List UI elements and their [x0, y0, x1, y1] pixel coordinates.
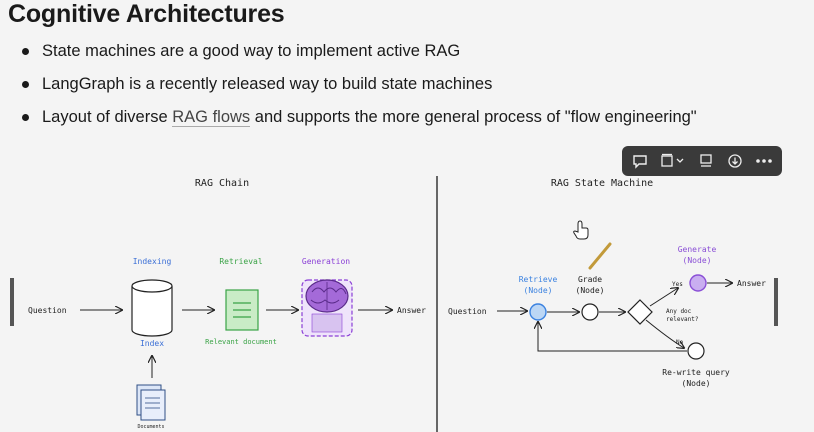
- bullet-text: State machines are a good way to impleme…: [42, 42, 461, 60]
- layout-icon[interactable]: [695, 150, 717, 172]
- bullet-text-pre: Layout of diverse: [42, 108, 173, 126]
- right-question-label: Question: [448, 307, 487, 316]
- retrieve-node: [529, 303, 547, 321]
- comment-icon[interactable]: [629, 150, 651, 172]
- retrieve-label: Retrieve: [519, 275, 558, 284]
- generate-node-label: (Node): [683, 256, 712, 265]
- no-path: [645, 319, 684, 348]
- left-question-label: Question: [28, 306, 67, 315]
- arrow: [649, 288, 678, 307]
- download-icon[interactable]: [724, 150, 746, 172]
- yes-label: Yes: [672, 281, 683, 288]
- bullet-dot: [22, 114, 29, 121]
- documents-label: Documents: [137, 424, 164, 430]
- generate-label: Generate: [678, 245, 717, 254]
- documents-icon: [136, 384, 166, 421]
- left-bar: [10, 278, 14, 326]
- rewrite-node-label: (Node): [682, 379, 711, 388]
- grade-node-label: (Node): [576, 286, 605, 295]
- index-label: Index: [140, 339, 164, 348]
- no-label: No: [676, 339, 684, 346]
- align-dropdown-icon[interactable]: [658, 150, 688, 172]
- rewrite-label: Re-write query: [662, 368, 730, 377]
- rag-chain-title: RAG Chain: [195, 178, 249, 189]
- bullet-item: State machines are a good way to impleme…: [22, 40, 697, 73]
- diagram: RAG Chain Question Indexing Index Docume…: [10, 176, 778, 432]
- grade-label: Grade: [578, 275, 602, 284]
- bullet-list: State machines are a good way to impleme…: [22, 40, 697, 139]
- rewrite-node: [687, 342, 705, 360]
- rag-flows-link[interactable]: RAG flows: [172, 108, 251, 127]
- bullet-text: LangGraph is a recently released way to …: [42, 75, 493, 93]
- decision-label-2: relevant?: [666, 316, 699, 323]
- index-database-icon: [131, 279, 173, 337]
- left-answer-label: Answer: [397, 306, 426, 315]
- pointer-hand-icon: [573, 220, 589, 240]
- brain-icon: [305, 279, 349, 313]
- more-icon[interactable]: [753, 150, 775, 172]
- loop-back-path: [538, 322, 687, 352]
- grade-node: [581, 303, 599, 321]
- rag-state-machine-title: RAG State Machine: [551, 178, 653, 189]
- bullet-dot: [22, 48, 29, 55]
- bullet-item: LangGraph is a recently released way to …: [22, 73, 697, 106]
- right-answer-label: Answer: [737, 279, 766, 288]
- slide-title: Cognitive Architectures: [8, 0, 285, 28]
- indexing-label: Indexing: [133, 257, 172, 266]
- pencil-icon: [588, 242, 612, 270]
- generation-label: Generation: [302, 257, 350, 266]
- bullet-item: Layout of diverse RAG flows and supports…: [22, 106, 697, 139]
- retrieval-label: Retrieval: [219, 257, 263, 266]
- generate-node: [689, 274, 707, 292]
- retrieve-node-label: (Node): [524, 286, 553, 295]
- floating-toolbar: [622, 146, 782, 176]
- bullet-text-post: and supports the more general process of…: [250, 108, 697, 126]
- bullet-dot: [22, 81, 29, 88]
- right-bar: [774, 278, 778, 326]
- context-window-box: [311, 313, 343, 333]
- decision-label-1: Any doc: [666, 308, 692, 315]
- decision-diamond: [627, 299, 653, 325]
- relevant-document-icon: [225, 289, 259, 331]
- relevant-document-label: Relevant document: [205, 338, 277, 346]
